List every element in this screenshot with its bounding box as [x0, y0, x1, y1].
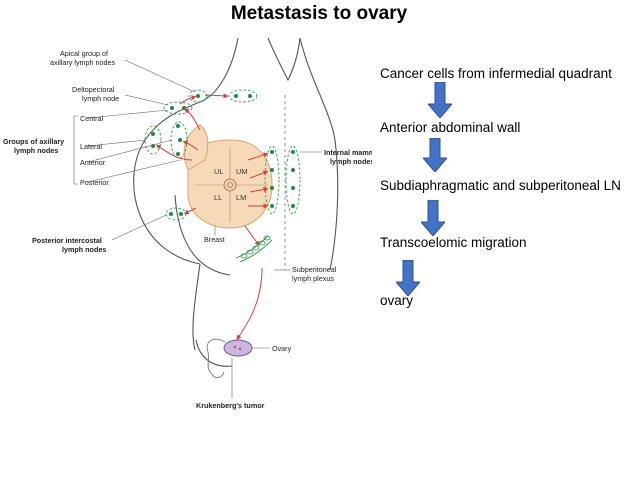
flow-arrow-down-icon [396, 260, 420, 296]
lymph-node [248, 94, 252, 98]
lymph-node [270, 204, 274, 208]
lymph-node [270, 186, 274, 190]
pelvis-left [195, 339, 233, 367]
lymph-node [179, 212, 183, 216]
vessel-to-subperitoneal [244, 225, 260, 247]
lymph-node [234, 94, 238, 98]
lymph-node [170, 106, 174, 110]
central-node-group [163, 101, 193, 115]
quadrant-ul: UL [214, 167, 223, 176]
neck-outline [267, 37, 301, 82]
ovary-tumor [223, 339, 253, 357]
right-body-outline [299, 37, 339, 271]
label-internal-mammary-1: Internal mammary [324, 148, 372, 157]
leader-anterior [87, 139, 173, 163]
lower-body-left [192, 263, 201, 351]
flow-step-3: Subdiaphragmatic and subperitoneal LN [380, 178, 621, 193]
lymph-node [270, 168, 274, 172]
vessel-im-1 [247, 152, 269, 161]
uterus-tube [206, 338, 226, 379]
body-outline [133, 37, 339, 367]
vessel-to-intercostal [183, 207, 197, 215]
metastasis-diagram: UL UM LL LM [3, 37, 372, 410]
subperitoneal-plexus [235, 235, 273, 263]
internal-mammary-right [285, 145, 301, 215]
lymph-node [196, 94, 200, 98]
label-deltopectoral-1: Deltopectoral [72, 85, 115, 94]
lymph-node [176, 124, 180, 128]
breast-under-outline [174, 194, 231, 276]
flow-arrow-down-icon [428, 82, 452, 118]
label-breast: Breast [204, 235, 225, 244]
internal-mammary-left [264, 145, 280, 215]
vessel-im-3 [249, 187, 269, 193]
quadrant-ll: LL [214, 193, 222, 202]
label-central: Central [80, 114, 104, 123]
label-subperitoneal-1: Subperitoneal [292, 265, 337, 274]
flow-step-5: ovary [380, 293, 414, 308]
lymph-node [291, 168, 295, 172]
vessel-to-anterior [182, 140, 199, 151]
label-krukenberg: Krukenberg's tumor [196, 401, 265, 410]
slide-title: Metastasis to ovary [230, 3, 408, 24]
label-apical-2: axillary lymph nodes [50, 58, 116, 67]
leader-posterior [87, 159, 181, 183]
vessel-to-lateral [155, 144, 193, 161]
flow-step-2: Anterior abdominal wall [380, 120, 521, 135]
label-groups-2: lymph nodes [14, 146, 58, 155]
label-internal-mammary-2: lymph nodes [330, 157, 372, 166]
deltopectoral-node-group [228, 89, 258, 103]
lateral-node-group [144, 125, 162, 155]
vessel-to-central [183, 108, 201, 131]
label-posterior-intercostal-1: Posterior intercostal [32, 236, 102, 245]
flow-arrow-down-icon [423, 138, 447, 172]
label-posterior: Posterior [80, 178, 109, 187]
label-ovary: Ovary [272, 344, 292, 353]
flow-step-1: Cancer cells from infermedial quadrant [380, 66, 612, 81]
label-subperitoneal-2: lymph plexus [292, 274, 334, 283]
leader-lateral [87, 139, 147, 147]
lymph-node [178, 138, 182, 142]
vessel-to-deltopectoral [204, 93, 229, 99]
lymph-node [291, 150, 295, 154]
lymph-node [291, 186, 295, 190]
label-deltopectoral-2: lymph node [82, 94, 119, 103]
leader-intercostal [111, 214, 167, 241]
vessel-im-2 [249, 170, 269, 179]
label-lateral: Lateral [80, 142, 102, 151]
label-apical-1: Apical group of [60, 49, 108, 58]
apical-node-group [188, 89, 208, 103]
flow-arrow-down-icon [421, 200, 445, 236]
quadrant-um: UM [236, 167, 248, 176]
leader-apical [124, 59, 196, 93]
lymph-node [176, 152, 180, 156]
vessel-to-apical [179, 95, 197, 105]
label-posterior-intercostal-2: lymph nodes [62, 245, 106, 254]
lymph-node [182, 106, 186, 110]
label-anterior: Anterior [80, 158, 106, 167]
lymph-node [151, 132, 155, 136]
shoulder-outline [133, 37, 239, 216]
flow-step-4: Transcoelomic migration [380, 235, 527, 250]
leader-deltopectoral [124, 94, 169, 106]
axilla-outline [139, 214, 201, 265]
quadrant-lm: LM [236, 193, 246, 202]
vessel-to-ovary [236, 267, 263, 341]
axillary-tail [183, 124, 209, 171]
nipple [223, 178, 237, 192]
bracket-groups [73, 115, 78, 185]
lymph-node [169, 212, 173, 216]
lymph-node [291, 204, 295, 208]
lymph-node [270, 150, 274, 154]
label-groups-1: Groups of axillary [3, 137, 64, 146]
leader-central [87, 109, 169, 119]
